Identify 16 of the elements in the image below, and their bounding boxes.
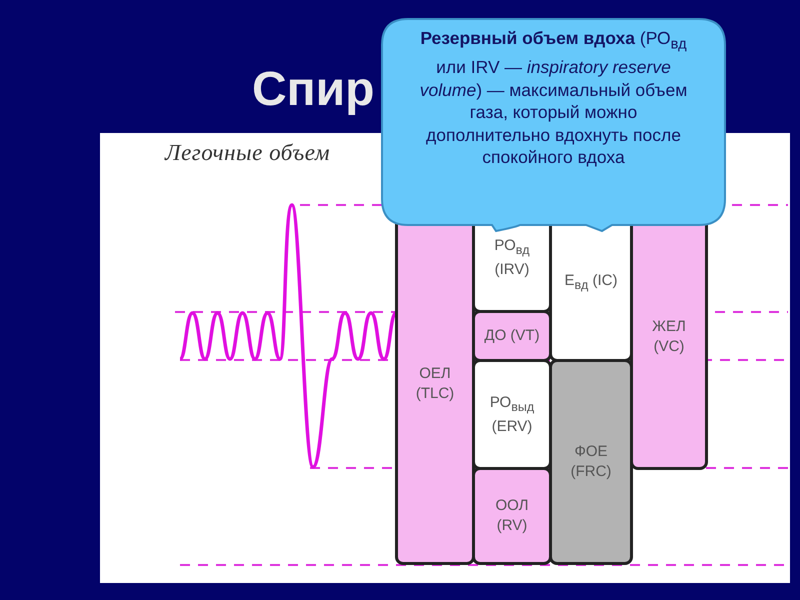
volume-label: ООЛ (RV) [494, 496, 530, 536]
volume-box [472, 359, 552, 470]
volume-label: РО$_{выд}$ (ERV) [488, 392, 536, 436]
callout-tooltip [380, 17, 727, 233]
slide-title: Спир [252, 62, 374, 117]
chart-subtitle: Легочные объем [165, 140, 330, 166]
volume-label: Е$_{вд}$ (IC) [564, 270, 618, 294]
volume-label: РО$_{вд}$ (IRV) [493, 236, 531, 280]
volume-box [472, 310, 552, 362]
callout-text: Резервный объем вдоха (РО$_{вд}$ или IRV — inspiratory reserve volume) — максимальный объем газа, который можно дополнительно вдохнуть после спокойного вдоха [418, 27, 688, 168]
volume-box [472, 467, 552, 565]
volume-label: ФОЕ (FRC) [570, 442, 612, 482]
capacity-box [549, 359, 633, 565]
volume-label: ЖЕЛ (VC) [651, 316, 687, 356]
volume-label: ОЕЛ (TLC) [414, 364, 456, 404]
volume-label: ДО (VT) [483, 326, 541, 346]
